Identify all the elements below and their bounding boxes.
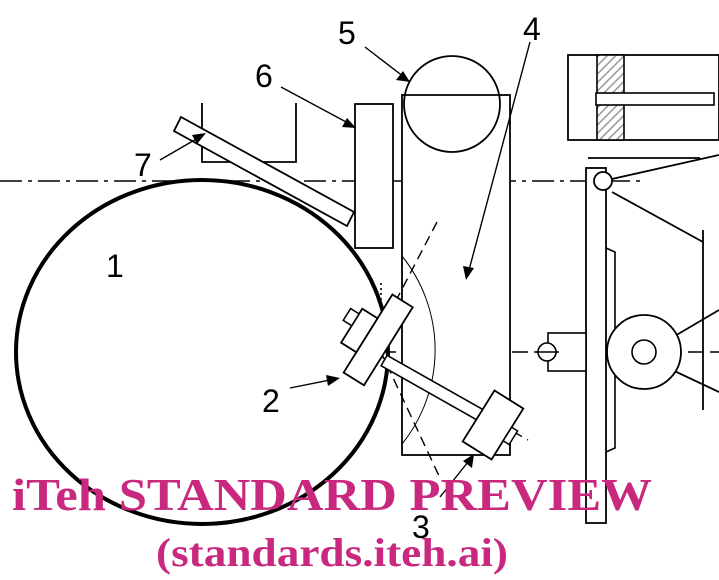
leader-4-arrow xyxy=(463,266,474,280)
leader-3 xyxy=(439,461,469,498)
support-diagonal-2 xyxy=(602,154,719,182)
leader-7-arrow xyxy=(192,133,206,144)
leader-5-arrow xyxy=(396,71,410,82)
sensor-2 xyxy=(339,293,414,387)
label-5: 5 xyxy=(338,15,356,51)
leader-2 xyxy=(289,379,331,389)
piston-rod xyxy=(595,92,715,106)
watermark-line-2: (standards.iteh.ai) xyxy=(156,530,508,575)
support-diagonal-1 xyxy=(611,191,704,243)
inclined-bar-7 xyxy=(172,115,356,228)
leader-2-arrow xyxy=(326,375,340,386)
roll-1 xyxy=(14,178,390,526)
leader-6-arrow xyxy=(342,118,356,128)
label-6: 6 xyxy=(255,58,273,94)
label-1: 1 xyxy=(106,248,124,284)
leader-5 xyxy=(364,46,405,78)
label-4: 4 xyxy=(523,11,541,47)
arc-4 xyxy=(401,255,436,445)
sensor-head-3 xyxy=(461,389,525,461)
label-3: 3 xyxy=(412,509,430,545)
leader-3-arrow xyxy=(463,454,474,468)
label-2: 2 xyxy=(262,383,280,419)
circle-5 xyxy=(403,55,501,153)
watermark-line-1: iTeh STANDARD PREVIEW xyxy=(12,469,652,520)
pivot-pin xyxy=(593,171,613,191)
roller-inner xyxy=(631,339,657,365)
rectangle-6 xyxy=(354,103,394,249)
leader-4 xyxy=(468,41,531,271)
leader-7 xyxy=(159,137,199,161)
label-7: 7 xyxy=(134,147,152,183)
support-diagonal-4 xyxy=(667,367,719,393)
leader-6 xyxy=(280,86,349,124)
